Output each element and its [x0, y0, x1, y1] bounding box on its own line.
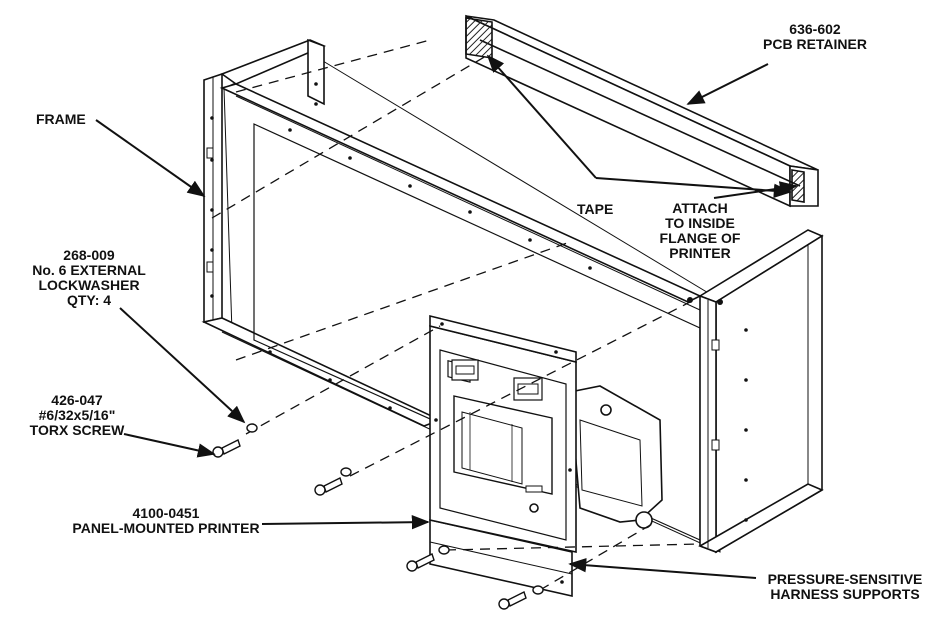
leader-arrows: [95, 54, 798, 579]
fastener-set-2: [314, 467, 352, 496]
alignment-lines: [211, 39, 701, 591]
lockwasher-line-2: LOCKWASHER: [38, 277, 140, 293]
lockwasher-line-1: No. 6 EXTERNAL: [32, 262, 146, 278]
printer-name: PANEL-MOUNTED PRINTER: [72, 520, 260, 536]
arrow-lockwasher: [119, 307, 246, 424]
arrow-attach: [713, 181, 798, 199]
arrow-printer: [261, 514, 430, 530]
harness-line-2: HARNESS SUPPORTS: [770, 586, 920, 602]
pcb-retainer-part-number: 636-602: [789, 21, 841, 37]
attach-line-3: FLANGE OF: [659, 230, 741, 246]
attach-line-1: ATTACH: [672, 200, 728, 216]
harness-label: PRESSURE-SENSITIVE HARNESS SUPPORTS: [754, 572, 936, 602]
attach-line-2: TO INSIDE: [665, 215, 735, 231]
harness-line-1: PRESSURE-SENSITIVE: [767, 571, 923, 587]
screw-label: 426-047 #6/32x5/16" TORX SCREW: [22, 393, 132, 438]
frame-right-panel: [687, 229, 824, 554]
tape-patch-left: [465, 17, 493, 59]
lockwasher-label: 268-009 No. 6 EXTERNAL LOCKWASHER QTY: 4: [14, 248, 164, 308]
arrow-harness: [568, 558, 757, 579]
attach-label: ATTACH TO INSIDE FLANGE OF PRINTER: [640, 201, 760, 261]
fastener-set-3: [406, 545, 450, 572]
fastener-set-4: [498, 585, 544, 610]
fastener-set-1: [212, 423, 258, 458]
lockwasher-qty: QTY: 4: [66, 292, 112, 308]
screw-part-number: 426-047: [51, 392, 103, 408]
arrow-screw: [123, 433, 216, 458]
printer-part: [429, 314, 663, 598]
arrow-tape-right: [595, 177, 792, 199]
pcb-retainer-name: PCB RETAINER: [763, 36, 867, 52]
attach-line-4: PRINTER: [669, 245, 731, 261]
frame-label: FRAME: [36, 111, 86, 127]
screw-name: TORX SCREW: [29, 422, 125, 438]
tape-label: TAPE: [577, 201, 614, 217]
printer-part-number: 4100-0451: [132, 505, 200, 521]
pcb-retainer-part: [465, 14, 819, 208]
pcb-retainer-label: 636-602 PCB RETAINER: [740, 22, 890, 52]
screw-spec: #6/32x5/16": [38, 407, 116, 423]
printer-label: 4100-0451 PANEL-MOUNTED PRINTER: [66, 506, 266, 536]
arrow-pcb-retainer: [686, 63, 769, 105]
arrow-frame: [95, 119, 206, 198]
lockwasher-part-number: 268-009: [63, 247, 115, 263]
arrow-tape-left: [486, 54, 597, 179]
